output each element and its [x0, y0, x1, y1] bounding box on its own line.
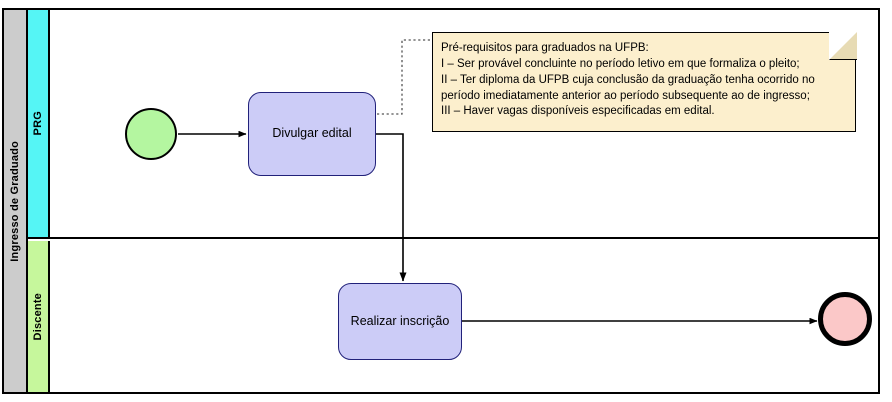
note-folded-corner-icon [828, 30, 858, 60]
lane-body-discente [50, 241, 878, 392]
task-realizar-inscricao[interactable]: Realizar inscrição [338, 283, 462, 360]
task-realizar-inscricao-label: Realizar inscrição [350, 313, 450, 328]
lane-label-discente: Discente [32, 292, 44, 341]
lane-header-prg: PRG [28, 10, 50, 237]
task-divulgar-edital[interactable]: Divulgar edital [248, 92, 376, 176]
start-event[interactable] [125, 108, 177, 160]
lane-header-discente: Discente [28, 241, 50, 392]
lane-label-prg: PRG [32, 111, 44, 136]
text-annotation-note: Pré-requisitos para graduados na UFPB: I… [432, 30, 858, 132]
lane-discente: Discente [28, 241, 878, 392]
end-event[interactable] [818, 292, 872, 346]
pool-title: Ingresso de Graduado [4, 10, 28, 392]
pool-title-label: Ingresso de Graduado [9, 140, 21, 262]
note-text: Pré-requisitos para graduados na UFPB: I… [441, 42, 815, 118]
task-divulgar-edital-label: Divulgar edital [272, 126, 352, 141]
